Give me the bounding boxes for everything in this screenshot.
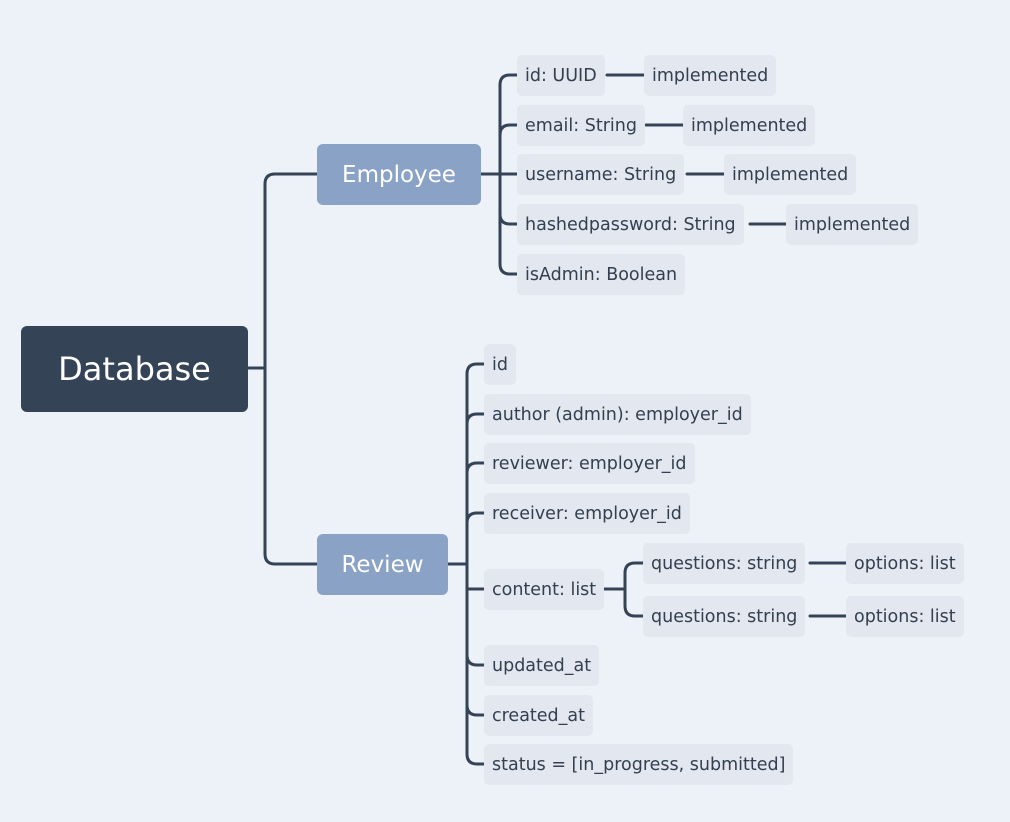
status-implemented-hashedpassword: implemented bbox=[786, 204, 919, 245]
employee-field-isadmin: isAdmin: Boolean bbox=[517, 254, 686, 295]
employee-field-username: username: String bbox=[517, 154, 685, 195]
connector-review-field-6 bbox=[465, 703, 487, 717]
connector-content-question-0 bbox=[623, 561, 646, 591]
review-field-created-at: created_at bbox=[484, 695, 593, 736]
review-field-author: author (admin): employer_id bbox=[484, 394, 751, 435]
topic-employee: Employee bbox=[317, 144, 481, 205]
connector-employee-field-1 bbox=[498, 123, 520, 137]
employee-field-email: email: String bbox=[517, 105, 645, 146]
employee-field-id: id: UUID bbox=[517, 55, 605, 96]
connector-review-field-2 bbox=[465, 461, 487, 475]
status-implemented-username: implemented bbox=[724, 154, 857, 195]
topic-review: Review bbox=[317, 534, 448, 595]
connector-employee-field-0 bbox=[498, 73, 520, 87]
review-field-status: status = [in_progress, submitted] bbox=[484, 744, 794, 785]
connector-review-field-7 bbox=[465, 752, 487, 766]
connector-content-question-1 bbox=[623, 587, 646, 618]
question-1-options: options: list bbox=[846, 543, 964, 584]
connector-review-field-5 bbox=[465, 653, 487, 667]
review-field-content: content: list bbox=[484, 569, 605, 610]
connector-employee-field-4 bbox=[498, 262, 520, 276]
connector-root-review bbox=[263, 366, 320, 566]
question-2-options: options: list bbox=[846, 596, 964, 637]
connector-review-field-1 bbox=[465, 412, 487, 426]
review-field-receiver: receiver: employer_id bbox=[484, 493, 690, 534]
review-field-updated-at: updated_at bbox=[484, 645, 600, 686]
status-implemented-id: implemented bbox=[644, 55, 777, 96]
connector-review-field-0 bbox=[465, 362, 487, 376]
connector-review-field-3 bbox=[465, 511, 487, 525]
content-question-1: questions: string bbox=[643, 543, 806, 584]
status-implemented-email: implemented bbox=[683, 105, 816, 146]
connector-employee-field-3 bbox=[498, 212, 520, 226]
employee-field-hashedpassword: hashedpassword: String bbox=[517, 204, 744, 245]
root-node-database: Database bbox=[21, 326, 248, 412]
content-question-2: questions: string bbox=[643, 596, 806, 637]
connector-root-employee bbox=[263, 172, 320, 370]
review-field-id: id bbox=[484, 344, 516, 385]
review-field-reviewer: reviewer: employer_id bbox=[484, 443, 695, 484]
